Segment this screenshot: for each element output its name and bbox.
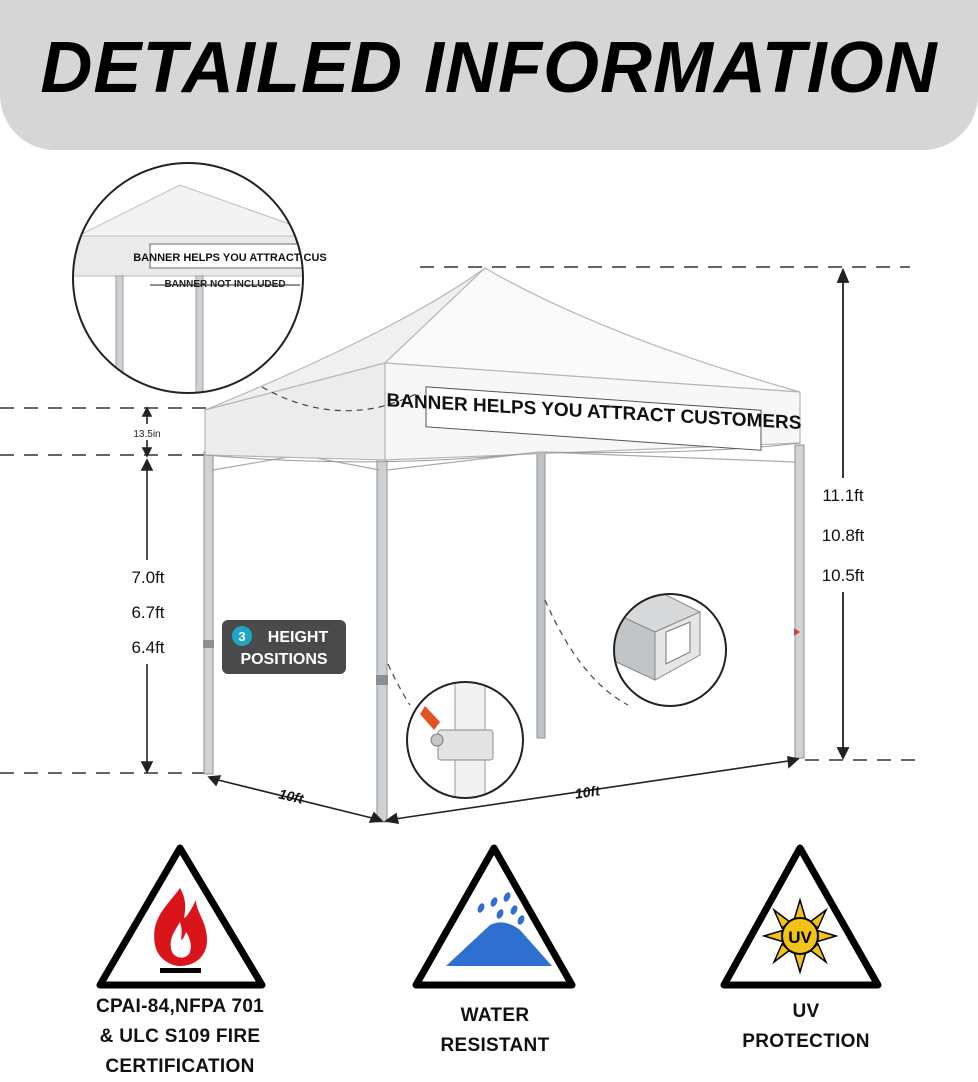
dimension-guides xyxy=(0,266,925,774)
base-measurement-lines xyxy=(207,756,800,824)
fire-warning-icon xyxy=(96,844,266,989)
cert-label-water: WATER RESISTANT xyxy=(440,1005,550,1056)
inset-banner-text: BANNER HELPS YOU ATTRACT CUS xyxy=(133,252,327,264)
tent-frame xyxy=(203,444,805,823)
badge-line2: POSITIONS xyxy=(240,651,327,668)
total-height-mid: 10.8ft xyxy=(822,526,865,545)
inset-banner-zoom xyxy=(72,162,304,394)
width-right-label: 10ft xyxy=(574,782,602,801)
gap-measurement: 13.5in xyxy=(133,429,160,440)
cert-label-fire: CPAI-84,NFPA 701 & ULC S109 FIRE CERTIFI… xyxy=(95,996,265,1077)
water-warning-icon xyxy=(412,844,576,989)
header-bar: DETAILED INFORMATION xyxy=(0,0,978,150)
height-positions-badge xyxy=(222,620,346,674)
right-height-arrow xyxy=(836,267,850,761)
page-title: DETAILED INFORMATION xyxy=(40,28,938,108)
leader-lines xyxy=(261,386,629,706)
leg-height-low: 6.4ft xyxy=(131,638,164,657)
fire-icon xyxy=(154,888,208,973)
banner-not-included: BANNER NOT INCLUDED xyxy=(164,279,285,290)
water-drop-icon xyxy=(446,892,552,966)
badge-number: 3 xyxy=(238,629,245,644)
sun-icon: UV xyxy=(761,897,839,975)
lock-detail-zoom xyxy=(406,681,524,799)
cert-label-uv: UV PROTECTION xyxy=(742,1001,870,1052)
total-height-low: 10.5ft xyxy=(822,566,865,585)
leg-height-mid: 6.7ft xyxy=(131,603,164,622)
uv-warning-icon: UV xyxy=(720,844,882,989)
left-height-arrows xyxy=(140,406,154,774)
badge-line1: HEIGHT xyxy=(268,629,329,646)
uv-icon-text: UV xyxy=(788,928,812,947)
width-left-label: 10ft xyxy=(277,786,306,807)
tent-canopy xyxy=(204,267,801,463)
frame-tube-zoom xyxy=(613,593,727,707)
leg-height-high: 7.0ft xyxy=(131,568,164,587)
total-height-high: 11.1ft xyxy=(822,486,864,505)
